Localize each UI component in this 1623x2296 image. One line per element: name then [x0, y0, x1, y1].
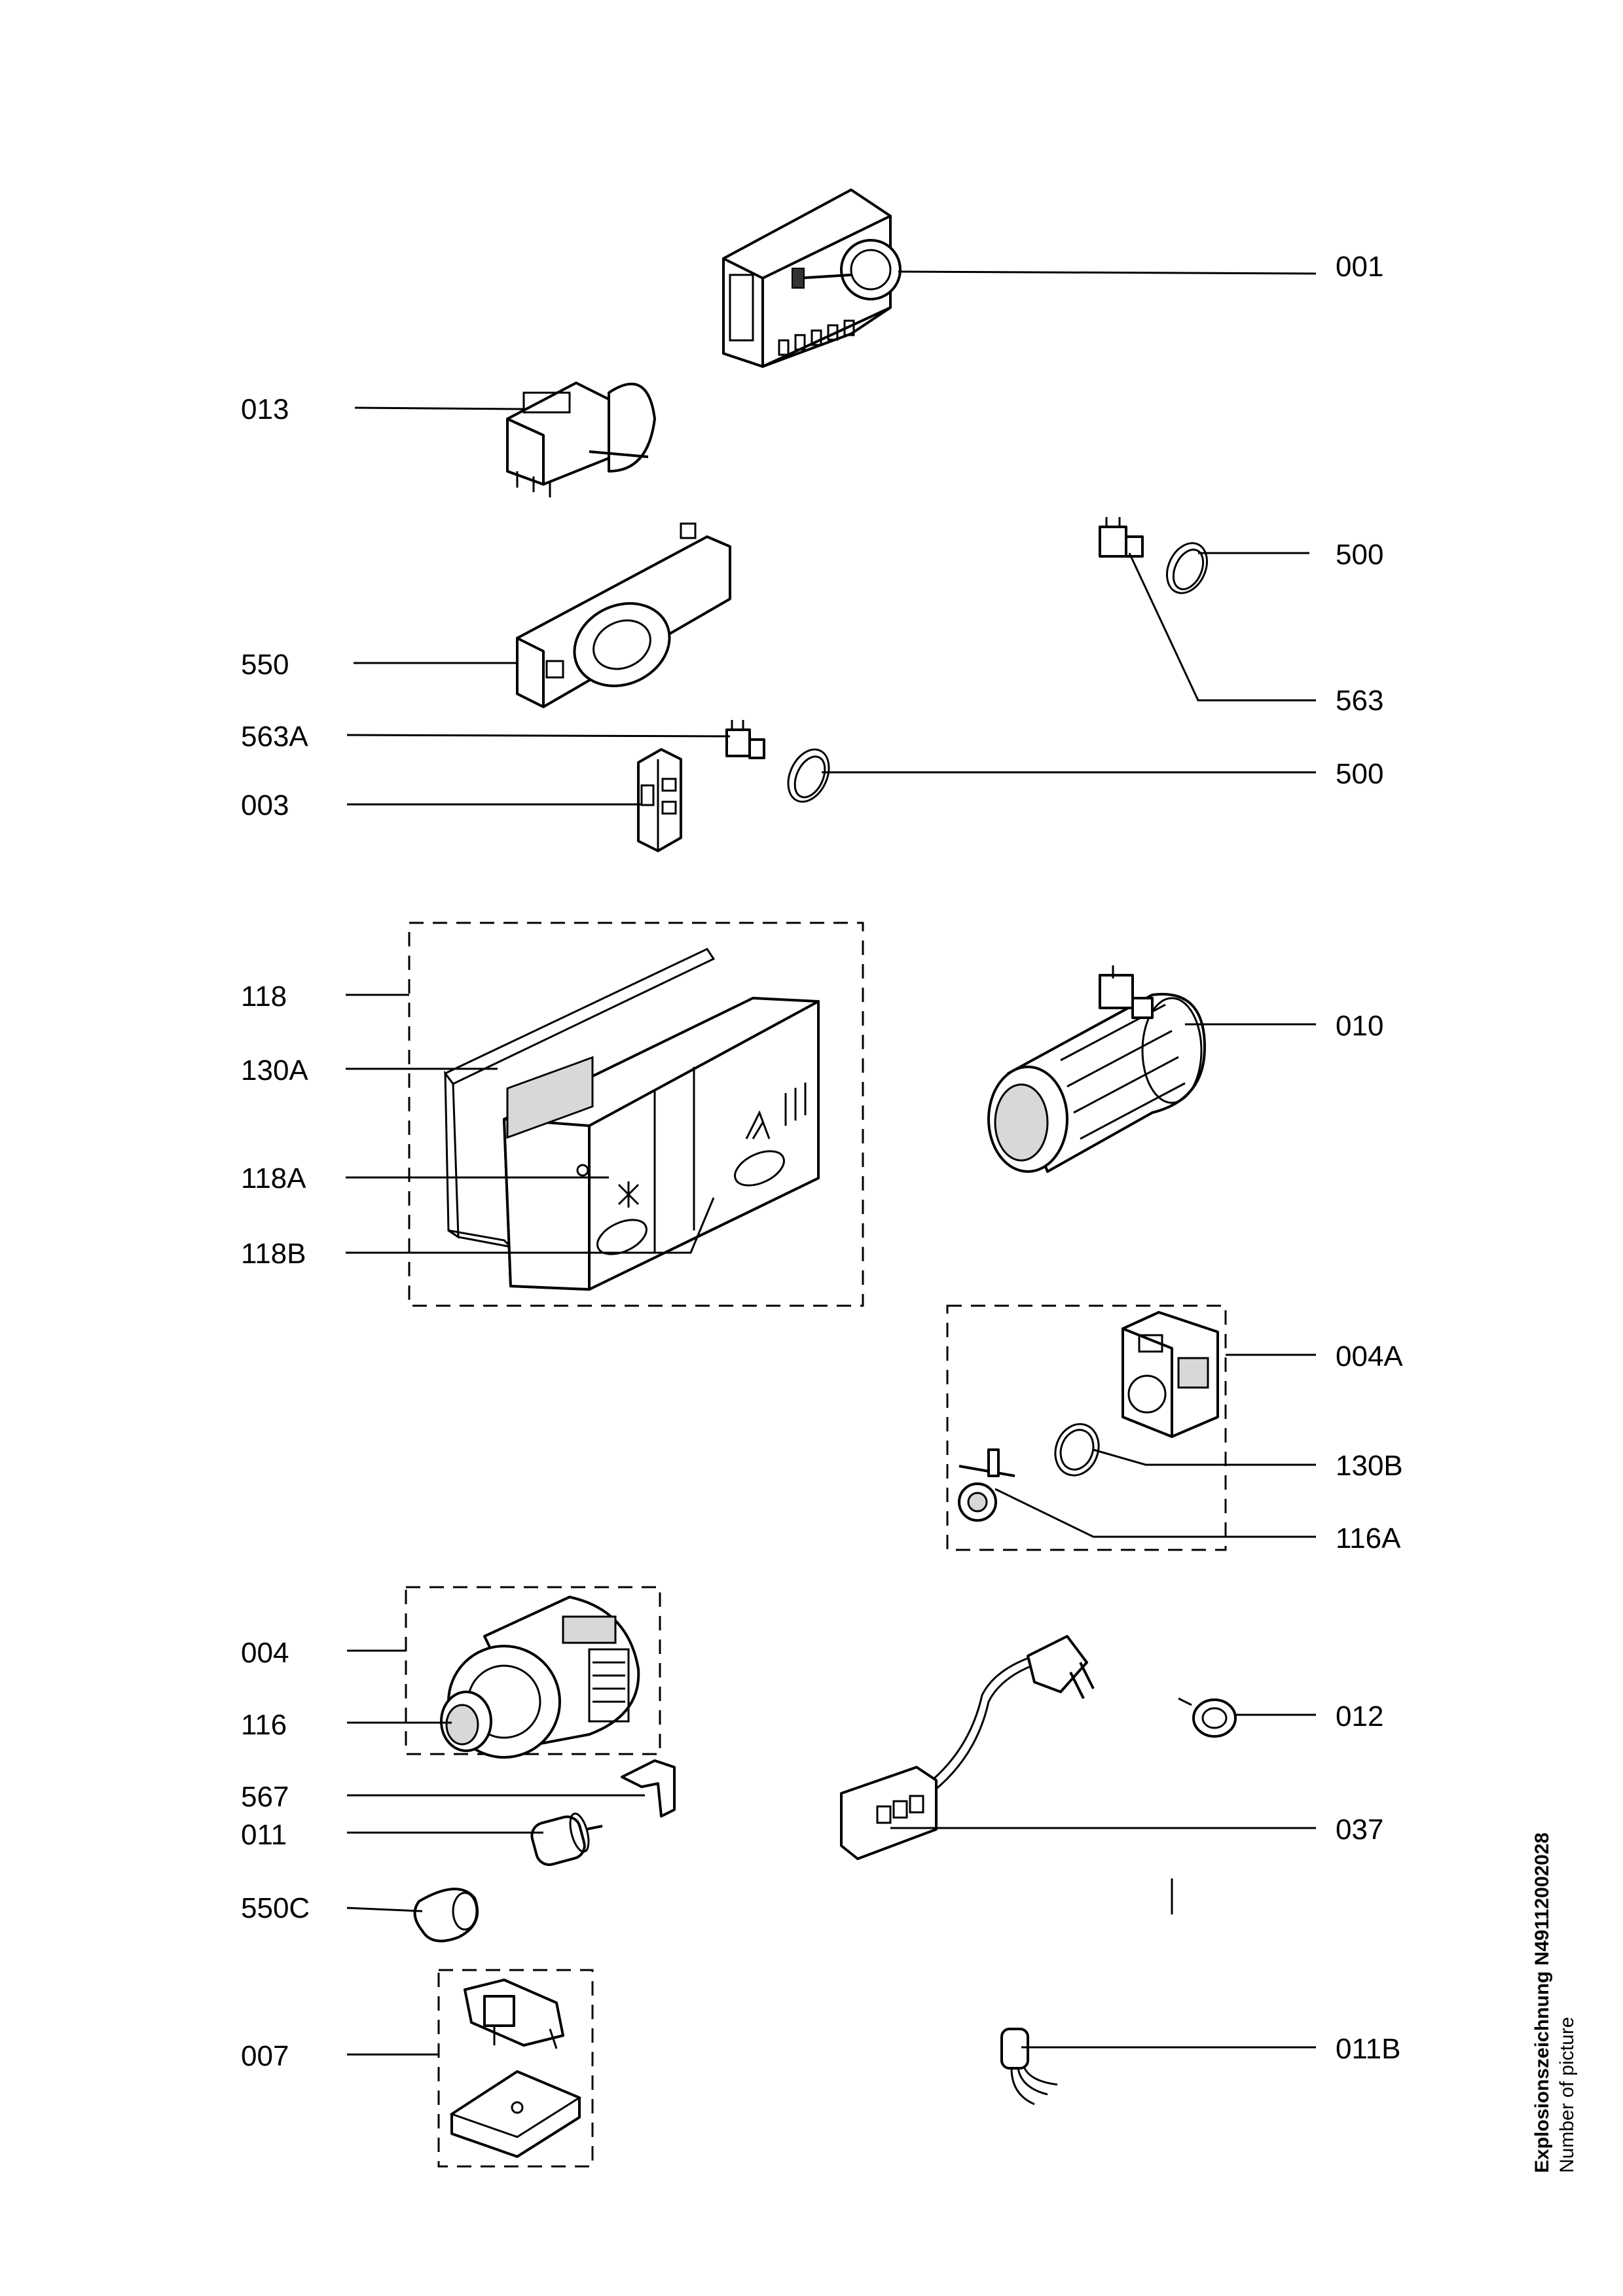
part-012-sensor [1178, 1697, 1237, 1738]
label-500-lower: 500 [1336, 758, 1383, 790]
label-563A: 563A [241, 721, 308, 753]
group-118-box [408, 922, 864, 1307]
label-550: 550 [241, 649, 289, 681]
label-550C: 550C [241, 1892, 310, 1924]
figure-caption: Explosionszeichnung N49112002028 Number … [1531, 1833, 1578, 2173]
part-118-dispenser [503, 997, 820, 1291]
part-007-sensor [449, 1979, 582, 2158]
leader-001 [898, 270, 1317, 275]
part-500-seal-ring-upper [1166, 542, 1208, 594]
label-012: 012 [1336, 1700, 1383, 1732]
part-500-seal-ring-lower [787, 748, 830, 803]
label-010: 010 [1336, 1010, 1383, 1042]
label-500-upper: 500 [1336, 539, 1383, 571]
part-567-clip [621, 1759, 676, 1818]
label-011B: 011B [1336, 2033, 1401, 2065]
label-004: 004 [241, 1637, 289, 1669]
label-567: 567 [241, 1781, 289, 1813]
label-118B: 118B [241, 1238, 306, 1270]
label-037: 037 [1336, 1814, 1383, 1846]
part-550-panel-bracket [516, 522, 731, 708]
label-116A: 116A [1336, 1522, 1401, 1554]
leader-013 [354, 406, 524, 410]
part-011-motor [530, 1812, 603, 1866]
label-118A: 118A [241, 1162, 306, 1194]
part-563A-lamp-holder [725, 720, 765, 759]
label-130B: 130B [1336, 1450, 1403, 1482]
label-130A: 130A [241, 1054, 308, 1086]
leader-116A [994, 1488, 1316, 1538]
leader-130B [1093, 1448, 1316, 1466]
leader-118B [346, 1197, 715, 1254]
part-010-heater [987, 965, 1206, 1173]
caption-subtitle: Number of picture [1556, 2017, 1578, 2173]
caption-title: Explosionszeichnung N49112002028 [1531, 1833, 1553, 2173]
leader-563A [346, 734, 731, 738]
part-130B-o-ring [1054, 1423, 1100, 1477]
label-007: 007 [241, 2040, 289, 2072]
part-004A-pressure-switch [1122, 1311, 1219, 1438]
leader-550C [346, 1907, 423, 1912]
part-001-timer [722, 188, 902, 368]
label-001: 001 [1336, 251, 1383, 283]
label-563: 563 [1336, 685, 1383, 717]
part-116-impeller-housing [440, 1691, 492, 1752]
group-007-box [437, 1969, 594, 2168]
label-003: 003 [241, 789, 289, 821]
leader-563 [1128, 552, 1316, 702]
group-004A-box [946, 1304, 1227, 1551]
part-116A-pressure-chamber [958, 1448, 1015, 1522]
label-011: 011 [241, 1819, 287, 1851]
label-004A: 004A [1336, 1340, 1403, 1372]
group-004-box [405, 1586, 661, 1755]
part-550C-knob [413, 1888, 479, 1943]
part-011B-suppressor [1000, 2028, 1058, 2106]
label-116: 116 [241, 1709, 287, 1741]
part-037-mains-cable [840, 1635, 1095, 1860]
label-013: 013 [241, 393, 289, 425]
label-118: 118 [241, 980, 287, 1013]
part-003-clip [637, 748, 682, 852]
part-013-switch [506, 382, 656, 497]
part-563-lamp-holder [1099, 517, 1144, 558]
